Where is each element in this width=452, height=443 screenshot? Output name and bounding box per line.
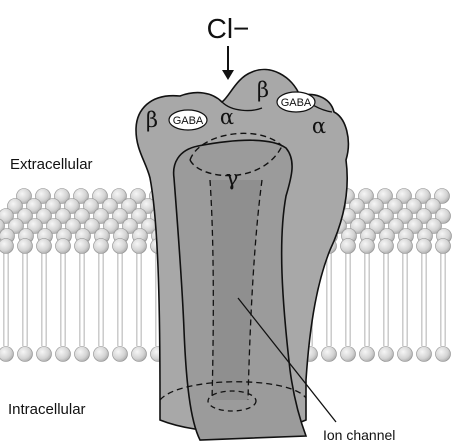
lipid-head (417, 239, 432, 254)
lipid-head (56, 347, 71, 362)
chloride-ion-label: Cl− (207, 13, 250, 44)
intracellular-label: Intracellular (8, 401, 86, 418)
lipid-head (18, 347, 33, 362)
lipid-head (94, 239, 109, 254)
lipid-head (37, 347, 52, 362)
lipid-head (132, 347, 147, 362)
lipid-head (417, 347, 432, 362)
gamma-subunit-label: γ (226, 166, 239, 190)
lipid-head (75, 239, 90, 254)
gaba-label-left: GABA (173, 115, 204, 127)
lipid-head (0, 239, 14, 254)
lipid-head (18, 239, 33, 254)
beta-subunit-left-label: β (146, 108, 158, 132)
lipid-head (75, 347, 90, 362)
chloride-arrow (222, 46, 234, 80)
lipid-head (341, 347, 356, 362)
beta-subunit-right-label: β (257, 78, 269, 102)
lipid-head (37, 239, 52, 254)
lipid-head (56, 239, 71, 254)
alpha-subunit-right-label: α (312, 114, 326, 138)
lipid-head (379, 239, 394, 254)
lipid-head (322, 347, 337, 362)
lipid-head (0, 347, 14, 362)
gaba-label-right: GABA (281, 97, 312, 109)
lipid-head (436, 347, 451, 362)
arrow-head (222, 70, 234, 80)
ion-channel-label: Ion channel (323, 427, 395, 443)
lipid-head (379, 347, 394, 362)
lipid-head (398, 347, 413, 362)
lipid-head (360, 239, 375, 254)
lipid-head (436, 239, 451, 254)
extracellular-label: Extracellular (10, 156, 93, 173)
lipid-head (398, 239, 413, 254)
alpha-subunit-left-label: α (220, 105, 234, 129)
lipid-head (113, 347, 128, 362)
lipid-head (360, 347, 375, 362)
lipid-head (341, 239, 356, 254)
lipid-head (132, 239, 147, 254)
lipid-head (113, 239, 128, 254)
lipid-head (94, 347, 109, 362)
